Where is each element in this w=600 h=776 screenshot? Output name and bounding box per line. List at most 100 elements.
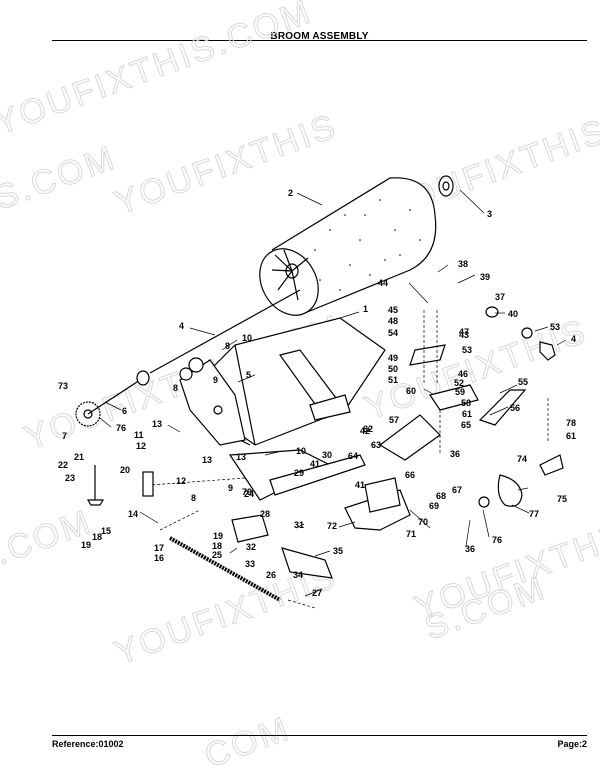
callout: 30 — [322, 450, 332, 460]
callout: 76 — [492, 535, 502, 545]
page-header: BROOM ASSEMBLY — [52, 26, 587, 42]
callout: 52 — [454, 378, 464, 388]
callout: 77 — [529, 509, 539, 519]
callout: 60 — [406, 386, 416, 396]
callout: 63 — [371, 440, 381, 450]
callout: 19 — [81, 540, 91, 550]
callout: 62 — [363, 424, 373, 434]
callout: 7 — [62, 431, 67, 441]
callout: 65 — [461, 420, 471, 430]
callout: 26 — [266, 570, 276, 580]
callout: 51 — [388, 375, 398, 385]
callout: 58 — [461, 398, 471, 408]
callout: 31 — [294, 520, 304, 530]
callout-layer: 1 2 3 4 4 5 6 7 8 8 8 9 9 10 10 11 12 12… — [58, 188, 576, 598]
callout: 12 — [176, 476, 186, 486]
callout: 12 — [136, 441, 146, 451]
page-number: Page:2 — [557, 739, 587, 749]
callout: 20 — [120, 465, 130, 475]
callout: 40 — [508, 309, 518, 319]
page-title: BROOM ASSEMBLY — [270, 31, 369, 42]
callout: 50 — [388, 364, 398, 374]
callout: 44 — [378, 278, 388, 288]
callout: 53 — [550, 322, 560, 332]
callout: 13 — [236, 452, 246, 462]
callout: 32 — [246, 542, 256, 552]
callout: 19 — [213, 531, 223, 541]
callout: 1 — [363, 304, 368, 314]
callout: 59 — [455, 387, 465, 397]
callout: 10 — [296, 446, 306, 456]
callout: 21 — [74, 452, 84, 462]
page-footer: Reference:01002 Page:2 — [52, 735, 587, 750]
broom-brush — [259, 177, 437, 316]
callout: 11 — [134, 430, 144, 440]
callout: 4 — [571, 334, 576, 344]
callout: 53 — [462, 345, 472, 355]
broom-hub — [438, 175, 454, 197]
callout: 33 — [245, 559, 255, 569]
callout: 69 — [429, 501, 439, 511]
watermark: S.COM — [0, 139, 122, 218]
callout: 38 — [458, 259, 468, 269]
callout: 27 — [312, 588, 322, 598]
callout: 13 — [152, 419, 162, 429]
callout: 8 — [173, 383, 178, 393]
callout: 34 — [293, 570, 303, 580]
callout: 71 — [406, 529, 416, 539]
reference-label: Reference:01002 — [52, 739, 124, 749]
callout: 3 — [487, 209, 492, 219]
callout: 14 — [128, 509, 138, 519]
callout: 57 — [389, 415, 399, 425]
dashed-guides — [149, 310, 549, 609]
callout: 45 — [388, 305, 398, 315]
callout: 24 — [244, 489, 254, 499]
callout: 17 — [154, 543, 164, 553]
callout: 76 — [116, 423, 126, 433]
callout: 29 — [294, 468, 304, 478]
callout: 68 — [436, 491, 446, 501]
callout: 36 — [450, 449, 460, 459]
callout: 36 — [465, 544, 475, 554]
callout: 75 — [557, 494, 567, 504]
callout: 55 — [518, 377, 528, 387]
callout: 42 — [360, 426, 370, 436]
callout: 28 — [260, 509, 270, 519]
callout: 48 — [388, 316, 398, 326]
callout: 74 — [517, 454, 527, 464]
callout: 46 — [458, 369, 468, 379]
callout: 23 — [65, 473, 75, 483]
watermark: .COM — [0, 502, 97, 572]
callout: 6 — [122, 406, 127, 416]
callout: 78 — [566, 418, 576, 428]
callout: 13 — [202, 455, 212, 465]
callout: 61 — [566, 431, 576, 441]
left-side-plate — [179, 357, 246, 446]
callout: 8 — [225, 341, 230, 351]
callout: 79 — [242, 487, 252, 497]
callout: 70 — [418, 517, 428, 527]
callout: 5 — [246, 370, 251, 380]
callout: 2 — [288, 188, 293, 198]
callout: 18 — [212, 541, 222, 551]
callout: 9 — [213, 375, 218, 385]
callout: 8 — [191, 493, 196, 503]
callout: 16 — [154, 553, 164, 563]
callout: 4 — [179, 321, 184, 331]
callout: 18 — [92, 532, 102, 542]
callout: 41 — [355, 480, 365, 490]
callout: 73 — [58, 381, 68, 391]
callout: 56 — [510, 403, 520, 413]
callout: 47 — [459, 327, 469, 337]
callout: 43 — [459, 330, 469, 340]
callout: 41 — [310, 459, 320, 469]
callout: 64 — [348, 451, 358, 461]
callout: 72 — [327, 521, 337, 531]
brush-speckle — [314, 199, 421, 291]
watermark: YOUFIXTHIS.COM — [0, 0, 317, 143]
callout: 15 — [101, 526, 111, 536]
callout: 35 — [333, 546, 343, 556]
leader-lines — [99, 189, 567, 597]
callout: 61 — [462, 409, 472, 419]
